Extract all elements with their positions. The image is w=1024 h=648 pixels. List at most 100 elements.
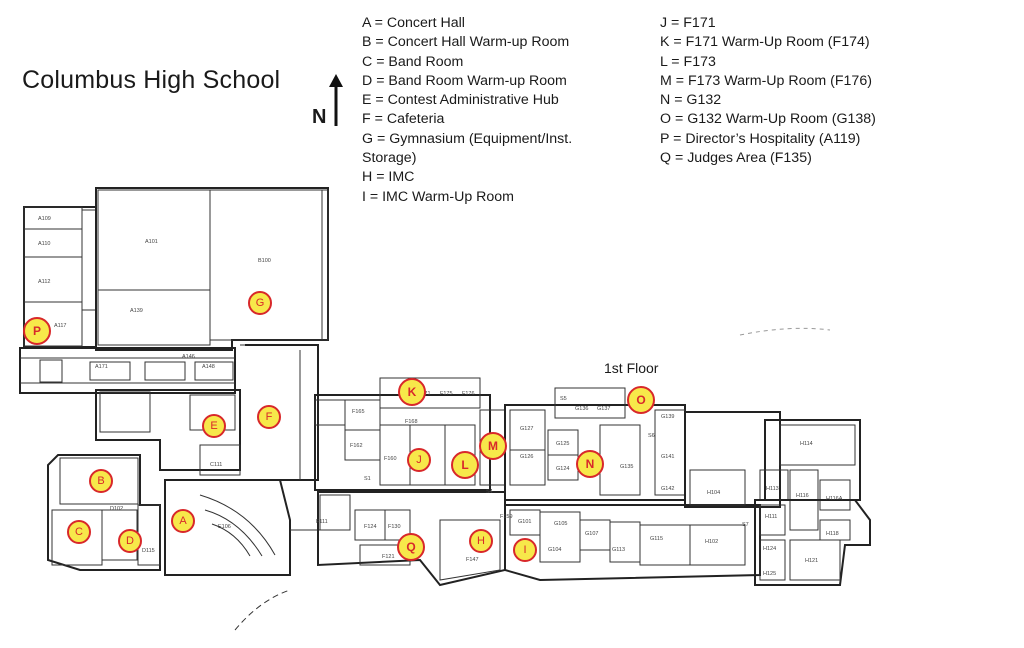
room-label: H121 — [805, 558, 818, 564]
marker-f173[interactable]: L — [451, 451, 479, 479]
room-label: F160 — [384, 456, 397, 462]
legend-item: N = G132 — [660, 92, 722, 109]
room-label: F124 — [364, 524, 377, 530]
room-label: D115 — [142, 548, 155, 554]
legend-item: L = F173 — [660, 53, 716, 70]
marker-cafeteria[interactable]: F — [257, 405, 281, 429]
marker-imc-warmup[interactable]: I — [513, 538, 537, 562]
room-label: S1 — [364, 476, 371, 482]
room-label: G127 — [520, 426, 533, 432]
room-label: A109 — [38, 216, 51, 222]
room-label: G141 — [661, 454, 674, 460]
marker-admin-hub[interactable]: E — [202, 414, 226, 438]
school-title: Columbus High School — [22, 66, 281, 94]
gym-block — [95, 187, 329, 351]
marker-f171[interactable]: J — [407, 448, 431, 472]
marker-a119[interactable]: P — [23, 317, 51, 345]
legend-item: B = Concert Hall Warm-up Room — [362, 34, 570, 51]
room-label: F162 — [350, 443, 363, 449]
legend-right: J = F171 K = F171 Warm-Up Room (F174) L … — [660, 14, 930, 168]
room-label: A148 — [202, 364, 215, 370]
marker-g132[interactable]: N — [576, 450, 604, 478]
room-label: F175 — [440, 391, 453, 397]
room-label: H124 — [763, 546, 776, 552]
room-label: H116A — [826, 496, 843, 502]
legend-item: C = Band Room — [362, 53, 464, 70]
room-label: H125 — [763, 571, 776, 577]
legend-item: M = F173 Warm-Up Room (F176) — [660, 72, 872, 89]
room-label: C111 — [210, 462, 222, 468]
g-wing — [504, 387, 761, 582]
marker-concert-hall-warmup[interactable]: B — [89, 469, 113, 493]
room-label: G113 — [612, 547, 625, 553]
room-label: F111 — [316, 519, 328, 525]
room-label: F159 — [500, 514, 513, 520]
marker-f174[interactable]: K — [398, 378, 426, 406]
legend-item: Storage) — [362, 150, 417, 167]
room-label: G101 — [518, 519, 531, 525]
room-label: H111 — [765, 514, 777, 520]
legend-item: A = Concert Hall — [362, 15, 465, 31]
room-label: G142 — [661, 486, 674, 492]
room-label: F168 — [405, 419, 418, 425]
legend-item: K = F171 Warm-Up Room (F174) — [660, 34, 870, 51]
marker-f135[interactable]: Q — [397, 533, 425, 561]
room-label: H102 — [705, 539, 718, 545]
room-label: A171 — [95, 364, 108, 370]
room-label: G125 — [556, 441, 569, 447]
room-label: G104 — [548, 547, 561, 553]
legend-item: E = Contest Administrative Hub — [362, 92, 559, 109]
room-label: A112 — [38, 279, 50, 285]
room-label: A117 — [54, 323, 66, 329]
room-label: A139 — [130, 308, 143, 314]
room-label: F147 — [466, 557, 479, 563]
room-label: A101 — [145, 239, 158, 245]
north-arrow: N — [312, 74, 352, 134]
marker-band-warmup[interactable]: D — [118, 529, 142, 553]
room-label: G135 — [620, 464, 633, 470]
room-label: S5 — [560, 396, 567, 402]
legend-item: O = G132 Warm-Up Room (G138) — [660, 111, 876, 128]
marker-imc[interactable]: H — [469, 529, 493, 553]
music-wing — [47, 454, 320, 576]
room-label: H118 — [826, 531, 839, 537]
room-label: S6 — [648, 433, 655, 439]
room-label: G136 — [575, 406, 588, 412]
room-label: F176 — [462, 391, 475, 397]
room-label: G124 — [556, 466, 569, 472]
room-label: G126 — [520, 454, 533, 460]
room-labels: A101 B100 A109 A110 A112 A117 A139 A146 … — [38, 216, 843, 577]
legend-left: A = Concert Hall B = Concert Hall Warm-u… — [362, 14, 612, 207]
room-label: A146 — [182, 354, 195, 360]
floor-label: 1st Floor — [604, 360, 659, 376]
legend-item: Q = Judges Area (F135) — [660, 150, 812, 167]
room-label: F165 — [352, 409, 365, 415]
legend-item: I = IMC Warm-Up Room — [362, 188, 515, 205]
room-label: B100 — [258, 258, 271, 264]
room-label: D102 — [110, 506, 123, 512]
legend-item: D = Band Room Warm-up Room — [362, 72, 567, 89]
marker-concert-hall[interactable]: A — [171, 509, 195, 533]
room-label: H114 — [800, 441, 813, 447]
room-label: A110 — [38, 241, 50, 247]
legend-item: H = IMC — [362, 169, 415, 186]
north-letter: N — [312, 106, 327, 128]
corridor-band — [19, 339, 318, 394]
marker-f176[interactable]: M — [479, 432, 507, 460]
h-wing — [684, 411, 871, 586]
legend-item: F = Cafeteria — [362, 111, 445, 128]
marker-gymnasium[interactable]: G — [248, 291, 272, 315]
marker-band-room[interactable]: C — [67, 520, 91, 544]
room-label: E106 — [218, 524, 231, 530]
room-label: H104 — [707, 490, 720, 496]
room-label: G115 — [650, 536, 663, 542]
admin-cafeteria — [95, 344, 319, 481]
room-label: F130 — [388, 524, 401, 530]
room-label: G137 — [597, 406, 610, 412]
legend-item: J = F171 — [660, 15, 716, 31]
legend-item: P = Director’s Hospitality (A119) — [660, 130, 861, 147]
room-label: H116 — [796, 493, 809, 499]
room-label: H113 — [766, 486, 779, 492]
marker-g138[interactable]: O — [627, 386, 655, 414]
